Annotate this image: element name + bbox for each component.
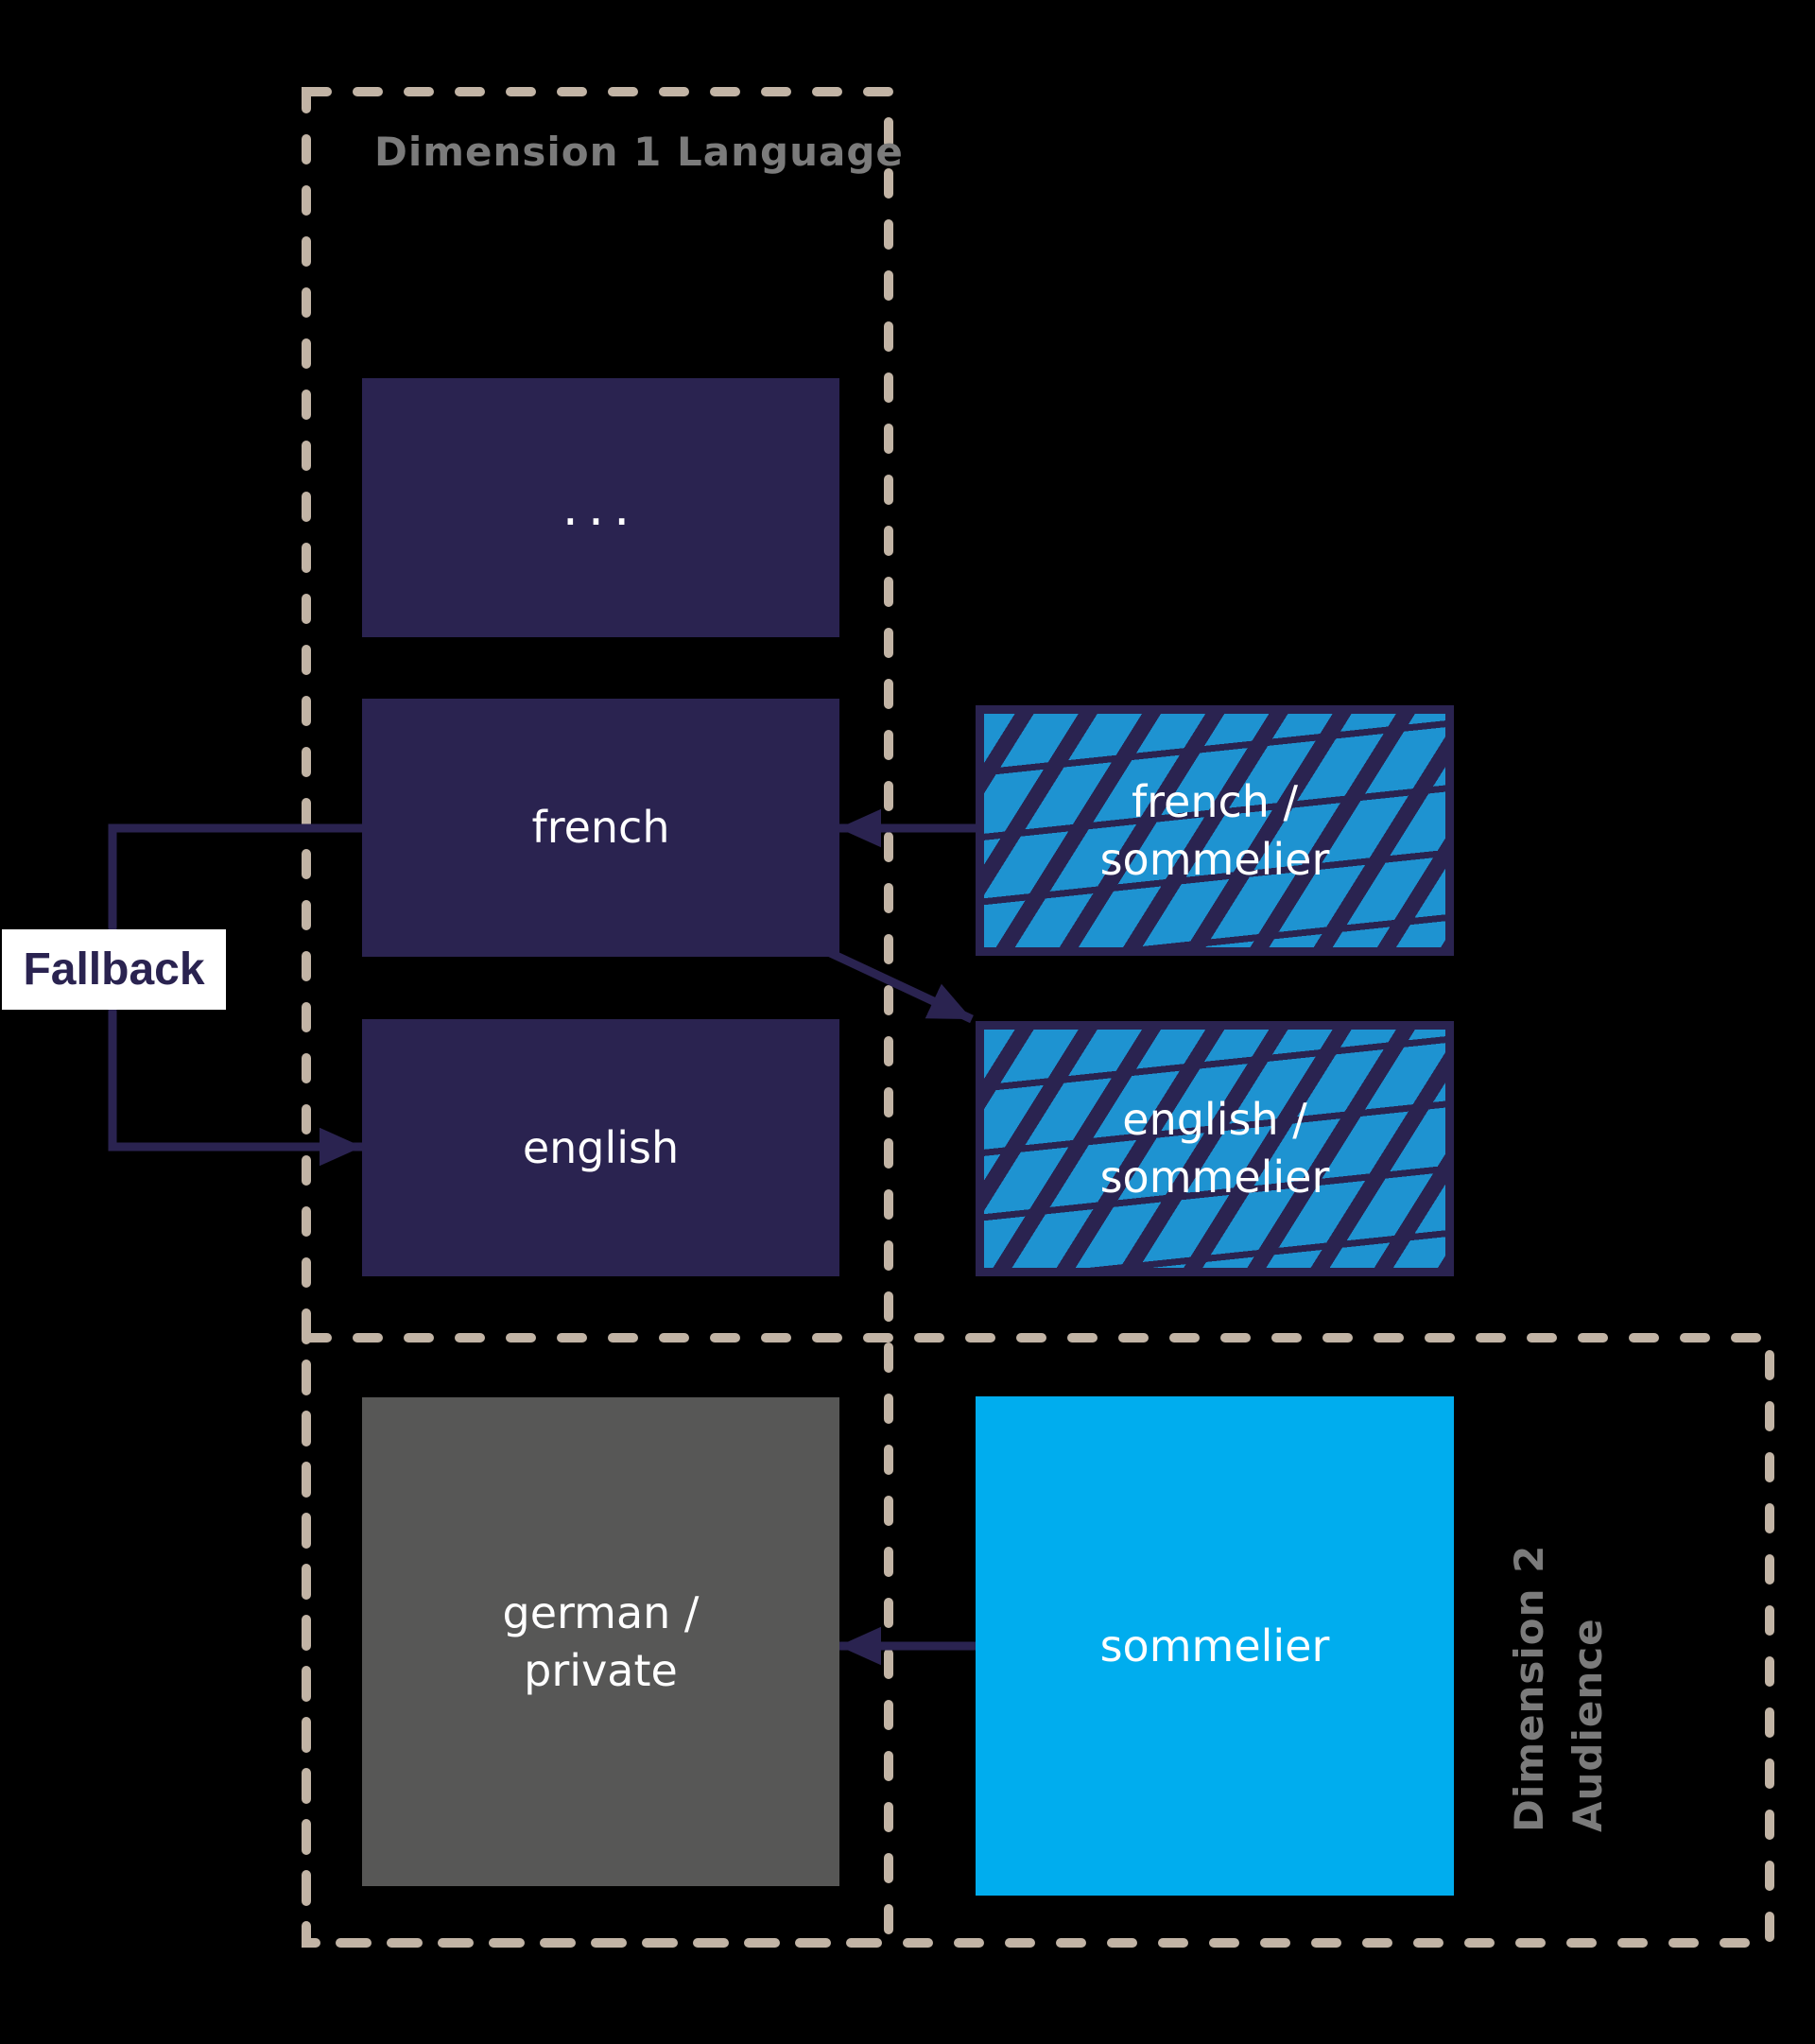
box-german-private-line2: private xyxy=(524,1644,678,1696)
dimension2-label-wrap: Dimension 2 Audience xyxy=(1500,1520,1623,1832)
box-german-private: german / private xyxy=(362,1397,839,1886)
box-other-languages: ... xyxy=(362,378,839,637)
box-english-sommelier: english / sommelier xyxy=(976,1021,1454,1276)
box-english-label: english xyxy=(522,1121,680,1173)
dimension1-label: Dimension 1 Language xyxy=(374,123,904,182)
box-french: french xyxy=(362,699,839,957)
box-english-sommelier-line2: sommelier xyxy=(1099,1152,1330,1203)
fallback-label-text: Fallback xyxy=(23,944,205,995)
box-french-sommelier: french / sommelier xyxy=(976,705,1454,956)
box-german-private-label: german / private xyxy=(503,1585,700,1699)
box-german-private-line1: german / xyxy=(502,1586,700,1638)
dimension1-label-line1: Dimension 1 xyxy=(374,129,663,175)
box-sommelier-label: sommelier xyxy=(1099,1620,1330,1672)
box-english: english xyxy=(362,1019,839,1276)
arrow-french-to-english-sommelier xyxy=(822,945,974,1024)
dimension2-label: Dimension 2 Audience xyxy=(1500,1520,1617,1832)
dimension2-dashed-frame xyxy=(302,1333,1774,1948)
box-french-label: french xyxy=(531,802,670,854)
box-english-sommelier-line1: english / xyxy=(1122,1094,1307,1146)
dimension1-label-line2: Language xyxy=(677,129,904,175)
dimension2-label-line2: Audience xyxy=(1564,1618,1612,1832)
box-french-sommelier-line1: french / xyxy=(1131,775,1299,827)
box-sommelier: sommelier xyxy=(976,1396,1454,1896)
box-french-sommelier-line2: sommelier xyxy=(1099,833,1330,885)
box-french-sommelier-label: french / sommelier xyxy=(1100,773,1330,888)
dimension2-label-line1: Dimension 2 xyxy=(1506,1544,1552,1832)
box-other-languages-label: ... xyxy=(562,477,640,538)
fallback-label: Fallback xyxy=(2,929,226,1010)
box-english-sommelier-label: english / sommelier xyxy=(1100,1091,1330,1205)
